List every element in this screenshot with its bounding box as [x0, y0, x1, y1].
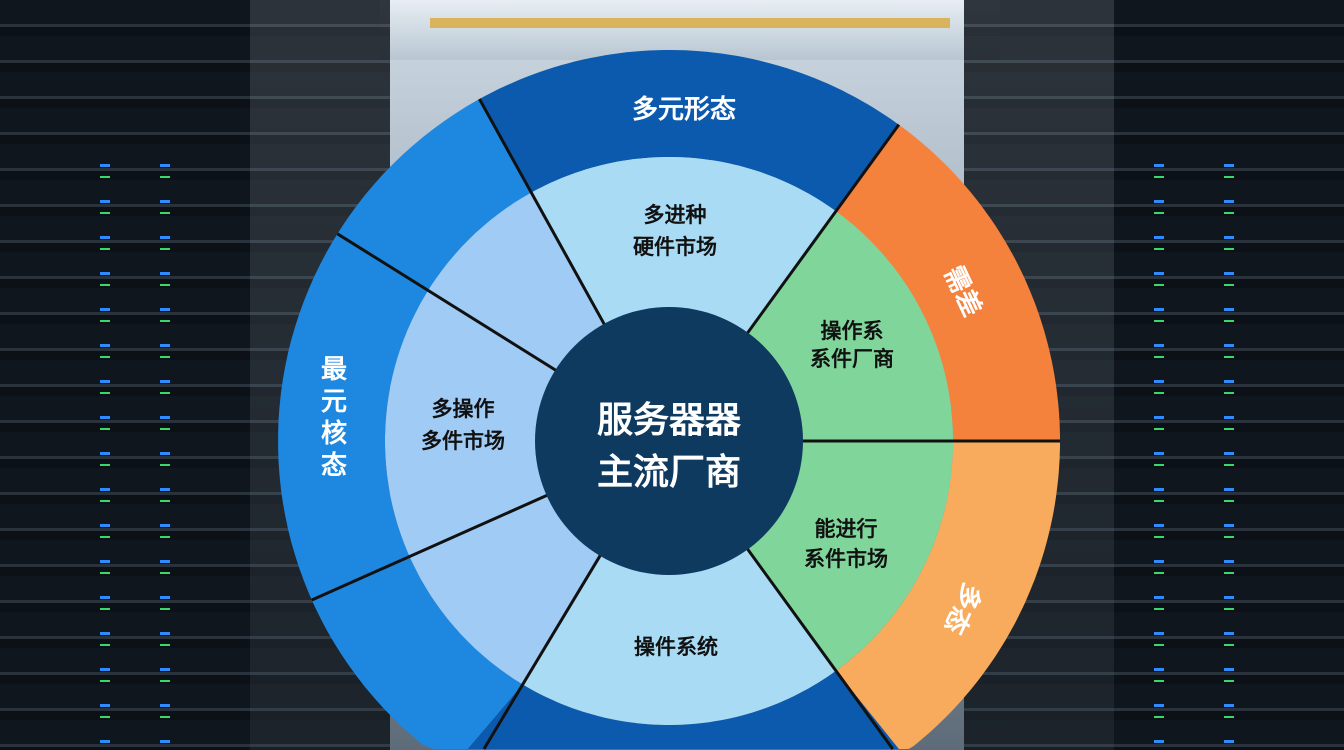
outer-segment-bottom — [467, 670, 899, 749]
mid-label-top-2: 硬件市场 — [633, 235, 717, 259]
outer-label-top: 多元形态 — [632, 94, 736, 125]
outer-segment-top — [479, 50, 899, 212]
mid-label-bottom: 操件系统 — [634, 635, 718, 659]
mid-label-left-1: 多操作 — [432, 397, 495, 421]
mid-label-left-2: 多件市场 — [421, 429, 505, 453]
mid-label-right-lower-2: 系件市场 — [804, 547, 888, 571]
center-circle — [535, 307, 803, 575]
mid-label-top-1: 多进种 — [644, 203, 707, 227]
outer-segment-right-lower — [835, 441, 1060, 749]
segment-divider — [311, 492, 551, 602]
segment-divider — [744, 545, 894, 750]
center-title-line2: 主流厂商 — [597, 452, 741, 493]
mid-label-right-upper-1: 操作系 — [821, 319, 884, 343]
ceiling-beam — [430, 18, 950, 28]
segment-divider — [482, 551, 604, 750]
outer-label-left-3: 核 — [321, 418, 347, 449]
middle-segment-left — [385, 192, 606, 685]
mid-label-right-upper-2: 系件厂商 — [810, 347, 894, 371]
outer-label-left-2: 元 — [321, 387, 347, 417]
middle-segment-top — [531, 157, 836, 336]
server-rack-right — [1114, 0, 1344, 750]
segment-divider — [478, 98, 608, 329]
segment-divider — [744, 123, 901, 337]
mid-label-right-lower-1: 能进行 — [815, 517, 878, 541]
middle-segment-bottom — [522, 546, 836, 725]
ceiling — [380, 0, 1000, 60]
server-rack-left — [0, 0, 250, 750]
outer-label-left-1: 最 — [321, 355, 348, 385]
segment-divider — [336, 232, 560, 374]
outer-label-left-4: 态 — [321, 450, 347, 481]
center-title-line1: 服务器器 — [597, 400, 742, 441]
outer-segment-right-upper — [835, 124, 1060, 441]
